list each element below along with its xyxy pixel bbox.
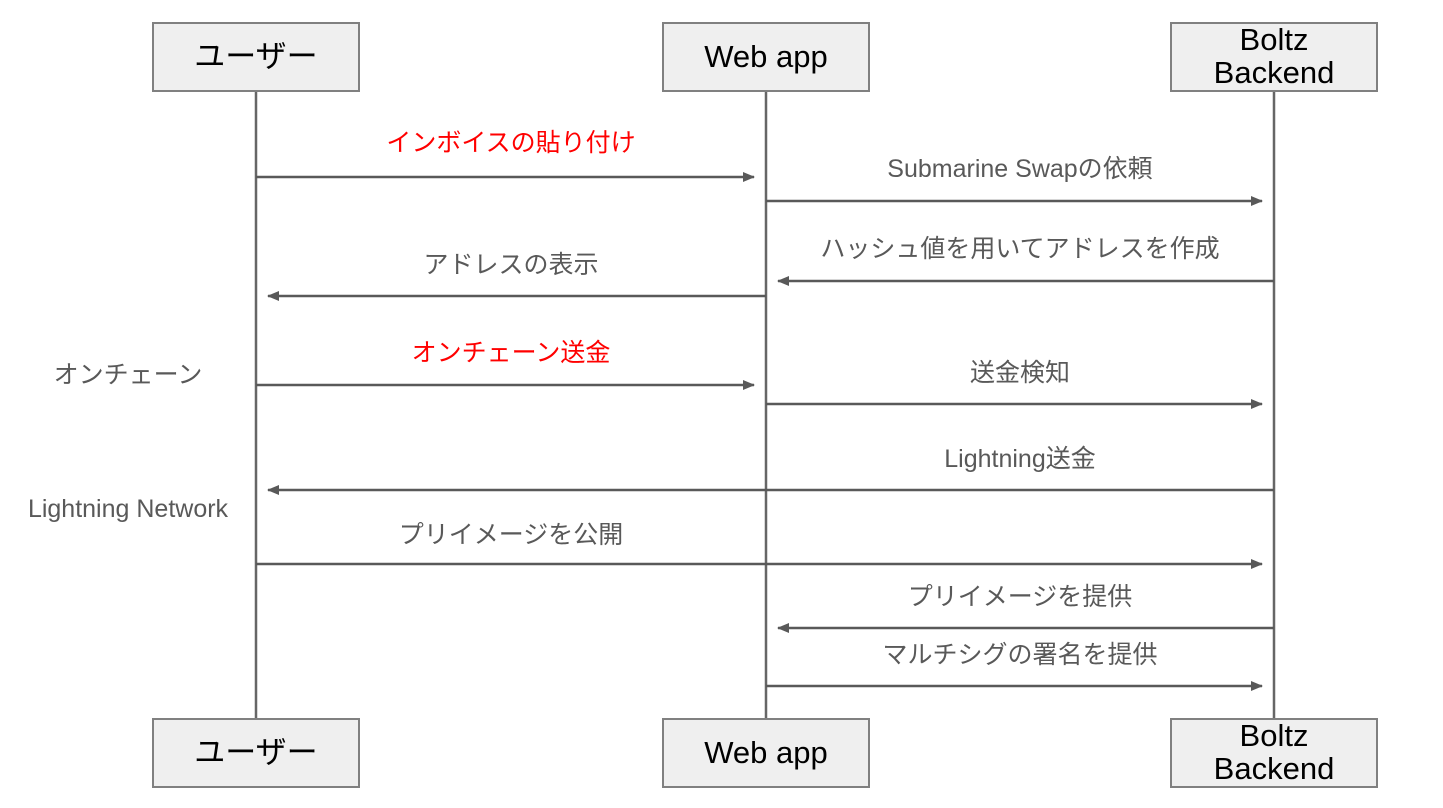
actor-box-user-top[interactable]: ユーザー xyxy=(152,22,360,92)
message-label-provide-preimage: プリイメージを提供 xyxy=(907,583,1133,611)
message-label-create-address-from-hash: ハッシュ値を用いてアドレスを作成 xyxy=(820,235,1220,263)
actor-box-boltz-top[interactable]: Boltz Backend xyxy=(1170,22,1378,92)
message-label-submarine-swap-request: Submarine Swapの依頼 xyxy=(887,155,1153,183)
region-label-lightning-network: Lightning Network xyxy=(27,495,229,523)
message-label-paste-invoice: インボイスの貼り付け xyxy=(386,129,636,157)
actor-box-user-bottom[interactable]: ユーザー xyxy=(152,718,360,788)
actor-box-webapp-bottom[interactable]: Web app xyxy=(662,718,870,788)
message-label-transfer-detected: 送金検知 xyxy=(969,359,1070,387)
actor-label-boltz-bottom: Boltz Backend xyxy=(1213,718,1335,786)
message-label-publish-preimage: プリイメージを公開 xyxy=(398,521,624,549)
message-label-onchain-transfer: オンチェーン送金 xyxy=(411,339,611,367)
message-label-show-address: アドレスの表示 xyxy=(423,251,599,279)
region-label-onchain: オンチェーン xyxy=(53,361,203,389)
actor-box-boltz-bottom[interactable]: Boltz Backend xyxy=(1170,718,1378,788)
message-label-provide-multisig-signature: マルチシグの署名を提供 xyxy=(882,641,1158,669)
actor-label-webapp-bottom: Web app xyxy=(704,734,828,770)
actor-label-user-top: ユーザー xyxy=(194,38,318,74)
actor-label-user-bottom: ユーザー xyxy=(194,734,318,770)
message-label-lightning-payment: Lightning送金 xyxy=(944,445,1096,473)
actor-label-boltz-top: Boltz Backend xyxy=(1213,22,1335,90)
actor-label-webapp-top: Web app xyxy=(704,38,828,74)
actor-box-webapp-top[interactable]: Web app xyxy=(662,22,870,92)
